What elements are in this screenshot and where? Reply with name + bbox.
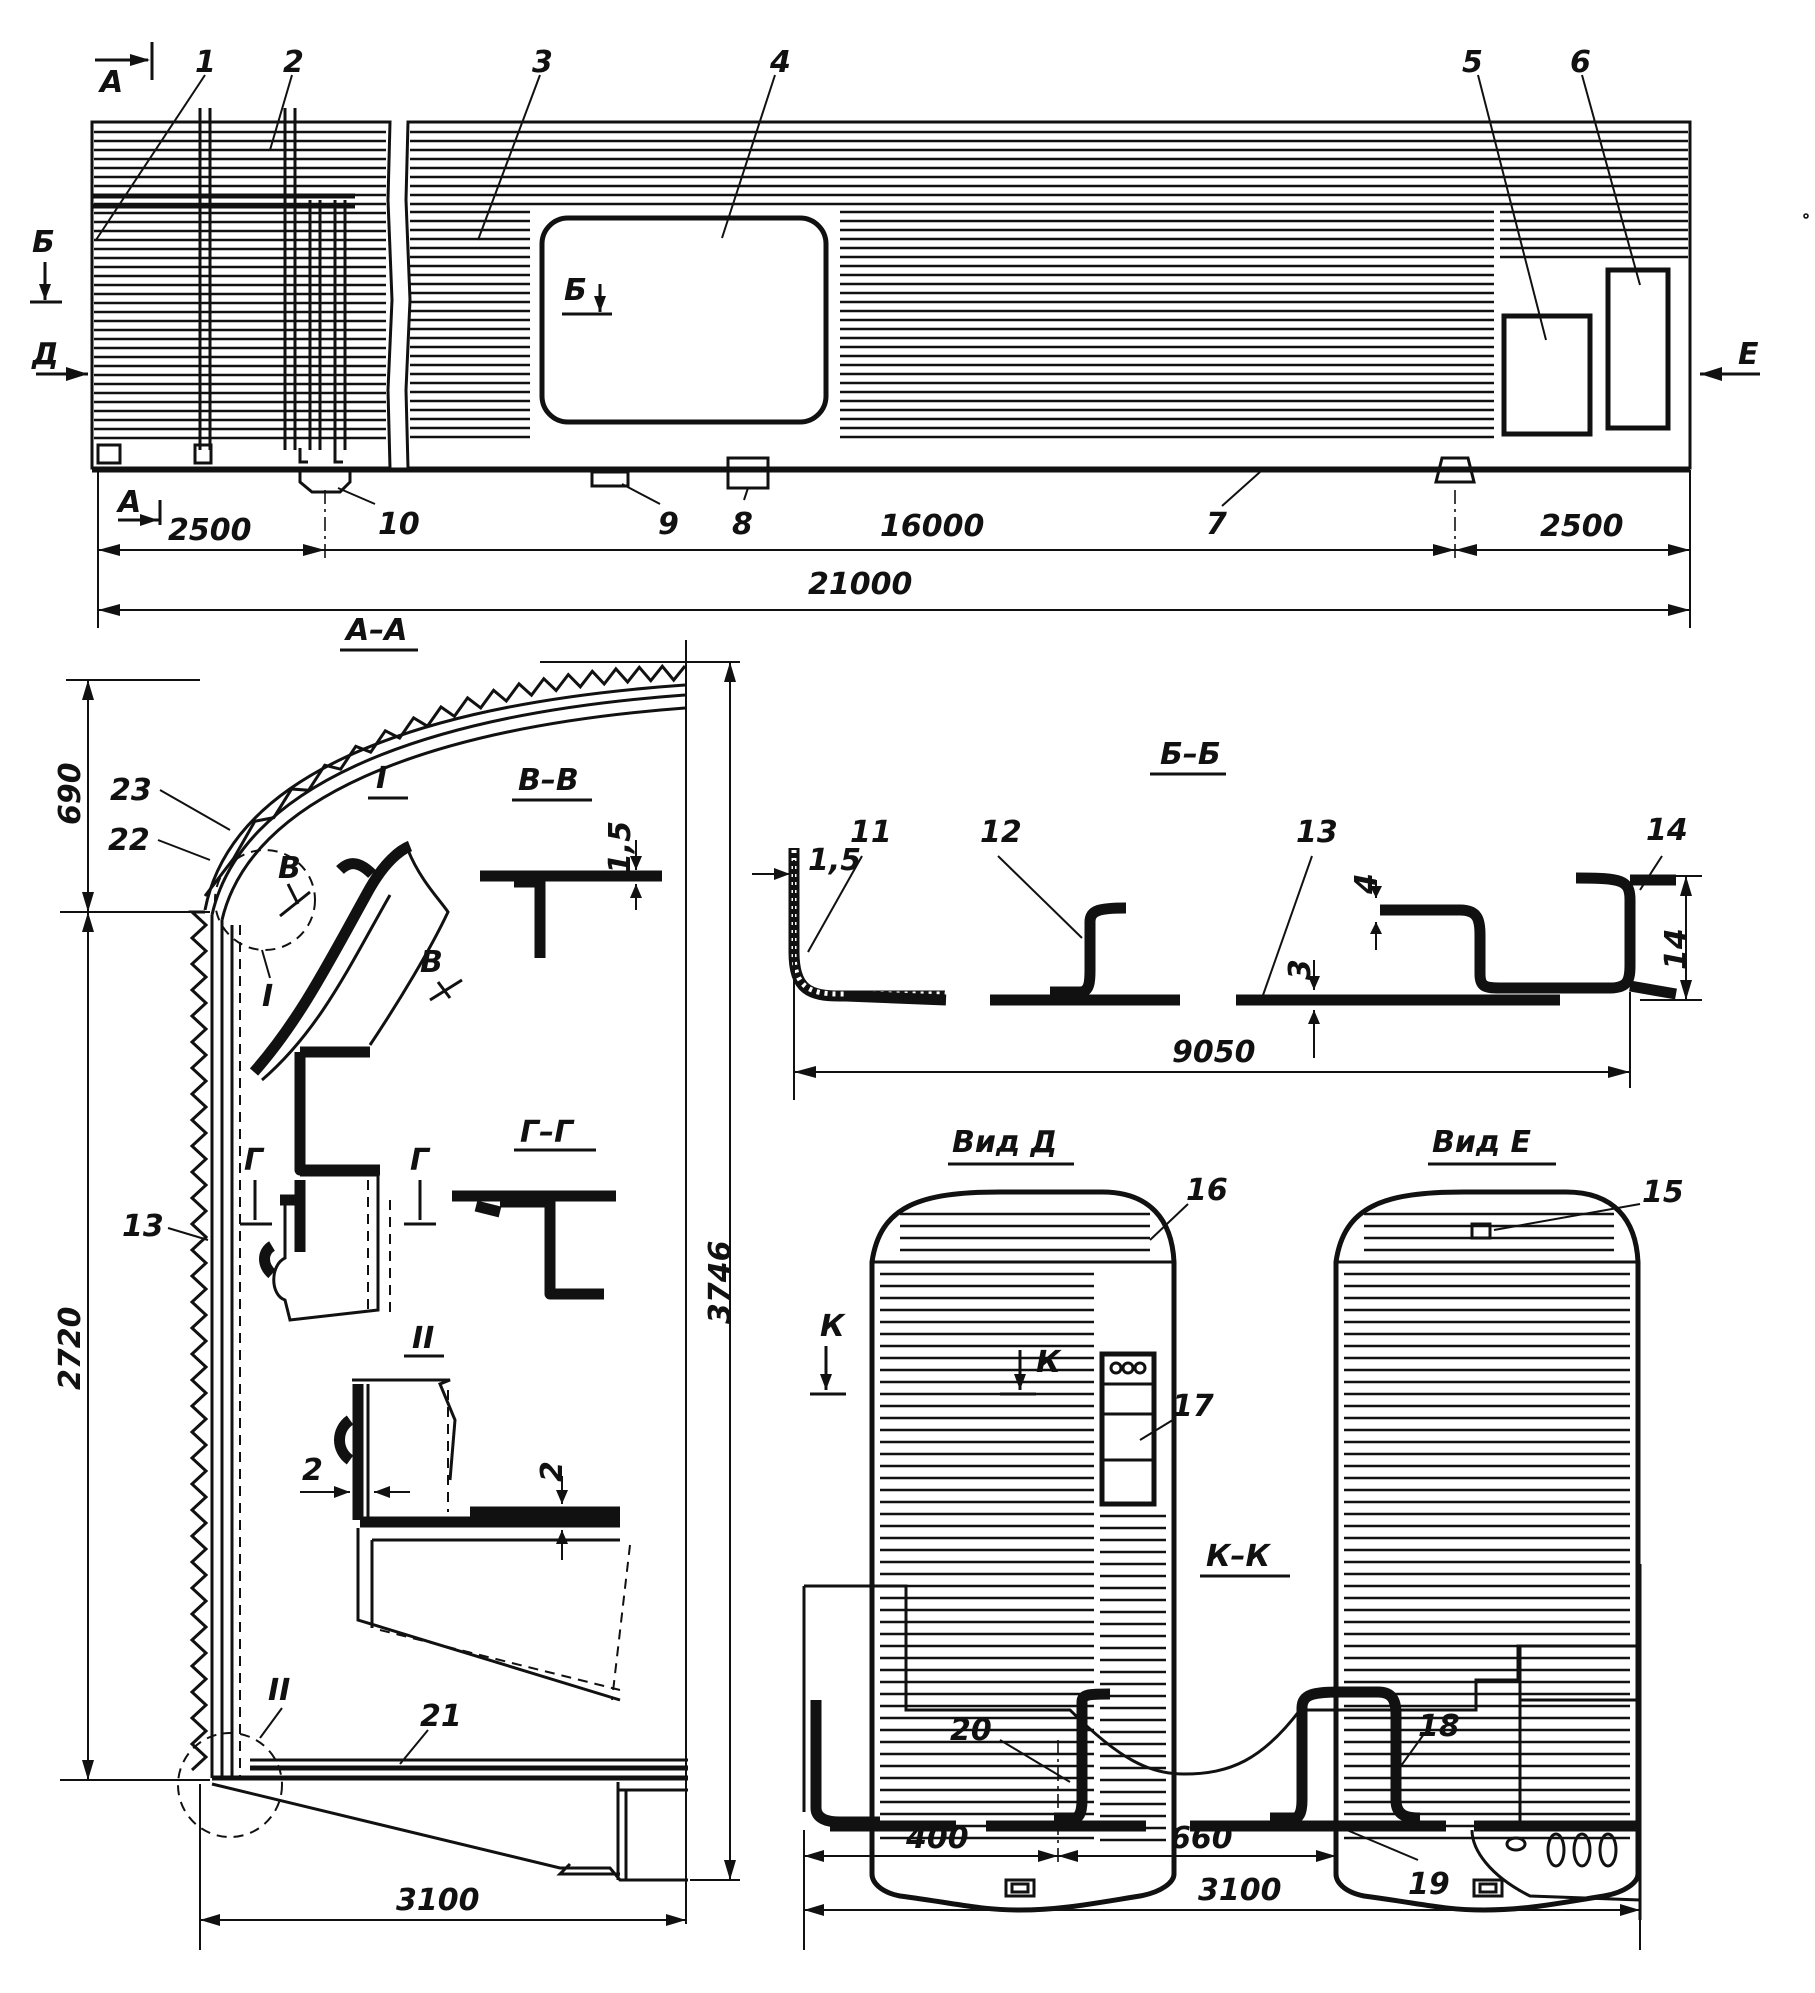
- svg-text:В–В: В–В: [518, 763, 579, 798]
- side-view-main-panel: [92, 120, 1692, 494]
- part-22: 22: [108, 823, 150, 858]
- part-18: 18: [1418, 1709, 1460, 1744]
- svg-text:I: I: [376, 761, 387, 796]
- side-view-leaders: [95, 74, 1641, 507]
- part-7: 7: [1206, 507, 1227, 542]
- part-15: 15: [1642, 1175, 1684, 1210]
- svg-text:400: 400: [905, 1821, 969, 1856]
- title-a-a: А–А: [344, 613, 407, 648]
- svg-text:Б: Б: [564, 273, 587, 308]
- part-12: 12: [980, 815, 1022, 850]
- part-11: 11: [850, 815, 892, 850]
- part-10: 10: [378, 507, 420, 542]
- svg-text:II: II: [268, 1673, 290, 1708]
- title-view-d: Вид Д: [952, 1125, 1057, 1160]
- svg-text:А: А: [116, 485, 141, 520]
- title-k-k: К–К: [1206, 1539, 1272, 1574]
- window-5: [1501, 313, 1593, 437]
- part-4: 4: [769, 45, 791, 80]
- svg-text:2720: 2720: [53, 1307, 88, 1391]
- part-23: 23: [110, 773, 152, 808]
- section-g-g: Г–Г: [452, 1115, 616, 1300]
- part-21: 21: [420, 1699, 462, 1734]
- view-e: Вид Е 15: [1333, 1125, 1684, 1913]
- svg-text:А: А: [98, 65, 123, 100]
- svg-text:Е: Е: [1738, 337, 1759, 372]
- part-20: 20: [950, 1713, 992, 1748]
- svg-text:Г: Г: [244, 1143, 265, 1178]
- svg-text:4: 4: [1349, 873, 1384, 895]
- svg-text:3: 3: [1283, 959, 1318, 980]
- part-13-bb: 13: [1296, 815, 1338, 850]
- svg-text:2: 2: [302, 1453, 323, 1488]
- svg-text:Д: Д: [31, 337, 59, 372]
- svg-text:II: II: [412, 1321, 434, 1356]
- part-19: 19: [1408, 1867, 1450, 1902]
- side-view-dimensions: 2500 16000 2500 21000: [97, 470, 1691, 628]
- svg-text:В: В: [420, 945, 443, 980]
- svg-text:В: В: [278, 851, 301, 886]
- detail-2: II 2 2: [300, 1321, 631, 1702]
- section-b-b: Б–Б 9050 1,5 4 3 14 11: [752, 737, 1702, 1100]
- svg-text:9050: 9050: [1172, 1035, 1256, 1070]
- section-v-v: В–В 1,5: [480, 763, 662, 958]
- svg-text:Г–Г: Г–Г: [520, 1115, 575, 1150]
- svg-text:3100: 3100: [1198, 1873, 1282, 1908]
- dim-side-middle: 16000: [880, 509, 984, 544]
- svg-text:3100: 3100: [396, 1883, 480, 1918]
- detail-1: I В В Г Г: [240, 761, 463, 1322]
- stray-mark: [1803, 213, 1809, 219]
- svg-text:К: К: [820, 1309, 846, 1344]
- part-3: 3: [532, 45, 553, 80]
- svg-text:660: 660: [1170, 1821, 1233, 1856]
- part-13-aa: 13: [122, 1209, 164, 1244]
- part-1: 1: [195, 45, 216, 80]
- part-17: 17: [1172, 1389, 1214, 1424]
- svg-text:3746: 3746: [703, 1241, 738, 1325]
- svg-text:690: 690: [53, 762, 88, 825]
- svg-text:К: К: [1036, 1345, 1062, 1380]
- title-view-e: Вид Е: [1432, 1125, 1532, 1160]
- section-a-a-dimensions: 690 2720 3746 3100: [53, 640, 740, 1950]
- dim-side-left: 2500: [168, 513, 252, 548]
- part-5: 5: [1462, 45, 1483, 80]
- dim-side-right: 2500: [1540, 509, 1624, 544]
- part-2: 2: [283, 45, 304, 80]
- svg-text:Б: Б: [32, 225, 55, 260]
- part-14: 14: [1646, 813, 1688, 848]
- section-a-a: А–А I: [53, 613, 740, 1950]
- svg-text:Г: Г: [410, 1143, 431, 1178]
- svg-text:I: I: [262, 979, 273, 1014]
- window-6: [1605, 267, 1671, 431]
- part-9: 9: [658, 507, 679, 542]
- door-opening: [539, 215, 829, 425]
- dim-side-total: 21000: [808, 567, 912, 602]
- section-k-k: К–К 400 660 3100 20 18 19: [802, 1539, 1642, 1950]
- side-view-cut-markers: А А Б Д Е Б: [30, 42, 1760, 526]
- title-b-b: Б–Б: [1160, 737, 1221, 772]
- part-16: 16: [1186, 1173, 1228, 1208]
- svg-text:1,5: 1,5: [603, 821, 638, 874]
- svg-text:14: 14: [1659, 928, 1694, 970]
- svg-text:2: 2: [535, 1461, 570, 1482]
- side-view: 2500 16000 2500 21000 А А Б Д Е Б: [30, 42, 1760, 628]
- part-8: 8: [732, 507, 753, 542]
- view-d: Вид Д К К 16 17: [810, 1125, 1228, 1913]
- side-view-left-panel: [90, 108, 394, 470]
- part-6: 6: [1570, 45, 1591, 80]
